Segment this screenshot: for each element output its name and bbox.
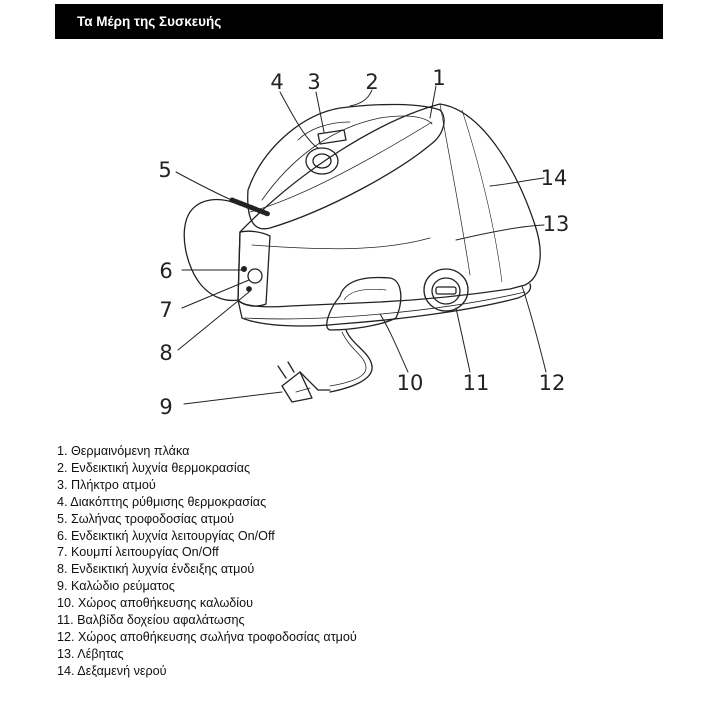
list-item: 13. Λέβητας	[57, 646, 124, 661]
list-item: 8. Ενδεικτική λυχνία ένδειξης ατμού	[57, 562, 255, 577]
parts-list: 1. Θερμαινόμενη πλάκα 2. Ενδεικτική λυχν…	[57, 443, 357, 680]
list-item: 10. Χώρος αποθήκευσης καλωδίου	[57, 596, 253, 611]
callout-5: 5	[158, 158, 171, 182]
leader-lines	[175, 85, 547, 405]
callout-9: 9	[159, 395, 172, 419]
callout-1: 1	[432, 66, 445, 90]
base-station	[237, 103, 541, 327]
list-item: 12. Χώρος αποθήκευσης σωλήνα τροφοδοσίας…	[57, 629, 357, 644]
steam-hose	[183, 197, 271, 302]
list-item: 3. Πλήκτρο ατμού	[57, 477, 156, 492]
page-title: Τα Μέρη της Συσκευής	[77, 14, 222, 29]
callout-11: 11	[463, 371, 490, 395]
steam-station-diagram: 1 2 3 4 5 6 7 8 9 10 11 12 13 14	[158, 66, 570, 419]
list-item: 11. Βαλβίδα δοχείου αφαλάτωσης	[57, 613, 245, 628]
callout-3: 3	[307, 70, 320, 94]
power-cord	[277, 329, 373, 403]
callout-8: 8	[159, 341, 172, 365]
list-item: 14. Δεξαμενή νερού	[57, 663, 167, 678]
descaling-valve	[423, 268, 469, 312]
callout-6: 6	[159, 259, 172, 283]
callout-12: 12	[539, 371, 566, 395]
control-panel	[237, 230, 271, 307]
list-item: 1. Θερμαινόμενη πλάκα	[57, 444, 190, 458]
callout-14: 14	[541, 166, 568, 190]
callout-13: 13	[543, 212, 570, 236]
list-item: 2. Ενδεικτική λυχνία θερμοκρασίας	[57, 460, 251, 475]
callout-10: 10	[397, 371, 424, 395]
iron	[247, 103, 445, 230]
list-item: 6. Ενδεικτική λυχνία λειτουργίας On/Off	[57, 528, 275, 543]
title-bar: Τα Μέρη της Συσκευής	[55, 4, 663, 39]
list-item: 9. Καλώδιο ρεύματος	[57, 579, 175, 594]
list-item: 7. Κουμπί λειτουργίας On/Off	[57, 545, 219, 560]
list-item: 5. Σωλήνας τροφοδοσίας ατμού	[57, 511, 234, 526]
list-item: 4. Διακόπτης ρύθμισης θερμοκρασίας	[57, 494, 267, 509]
callout-7: 7	[159, 298, 172, 322]
callout-4: 4	[270, 70, 283, 94]
callout-2: 2	[365, 70, 378, 94]
cord-storage-recess	[326, 276, 402, 331]
